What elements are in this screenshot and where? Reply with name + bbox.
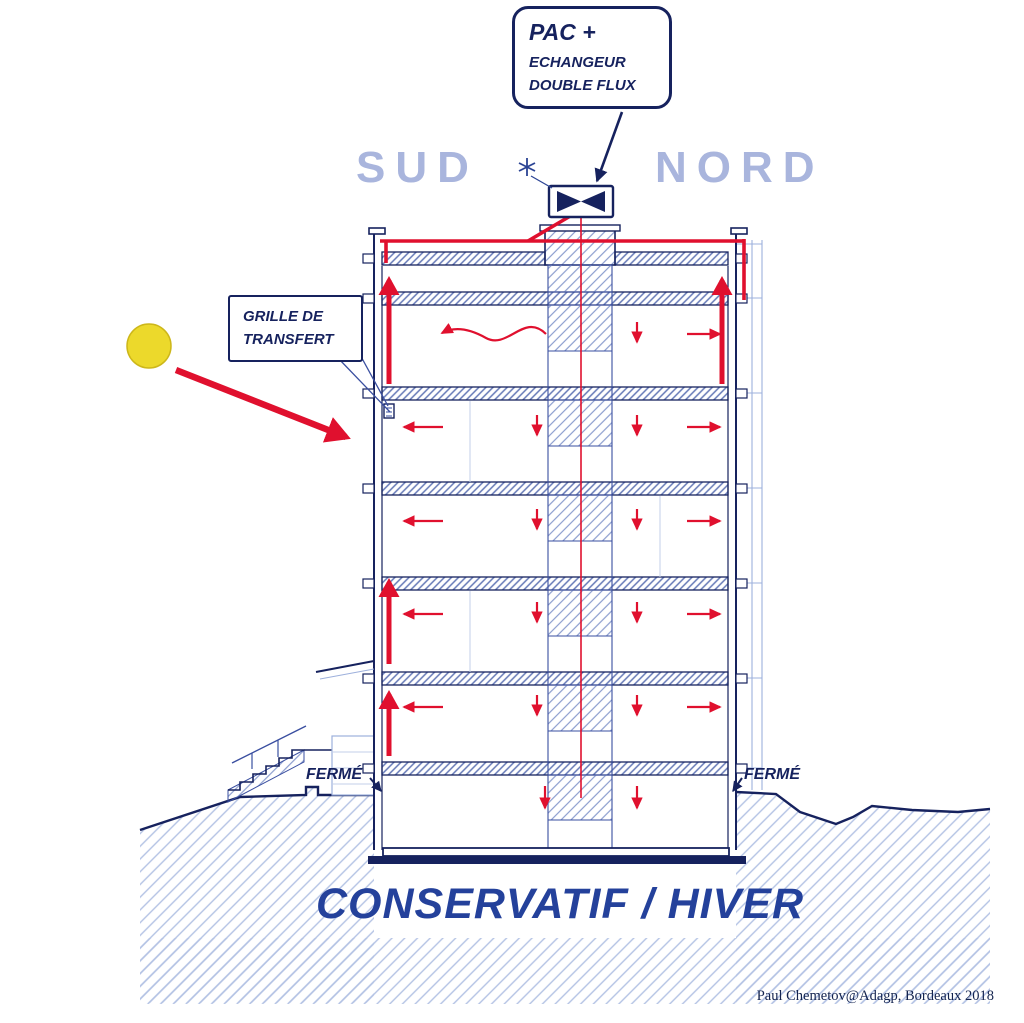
pac-callout: PAC + ECHANGEUR DOUBLE FLUX bbox=[512, 6, 672, 109]
grille-callout-line2: TRANSFERT bbox=[243, 331, 334, 349]
terrain-hatching bbox=[139, 785, 991, 1004]
core-shaft bbox=[547, 264, 613, 848]
left-parapet bbox=[368, 227, 386, 235]
ferme-right-label: FERMÉ bbox=[744, 766, 800, 783]
pac-callout-line3: DOUBLE FLUX bbox=[529, 77, 636, 94]
right-secondary-facade bbox=[736, 240, 763, 790]
annotation-pointers bbox=[337, 111, 743, 792]
right-parapet bbox=[730, 227, 748, 235]
pac-feed-line bbox=[527, 213, 573, 243]
sun-icon bbox=[126, 323, 172, 369]
transfer-air-arrow bbox=[440, 322, 547, 342]
exterior-stairs bbox=[227, 725, 375, 803]
terrain-line-right bbox=[735, 790, 991, 826]
orientation-north-label: NORD bbox=[655, 143, 825, 192]
grille-leader-line bbox=[337, 357, 391, 413]
solar-gain bbox=[126, 323, 351, 443]
credit-line: Paul Chemetov@Adagp, Bordeaux 2018 bbox=[756, 988, 994, 1004]
foundation-band bbox=[368, 856, 746, 864]
facade-ticks bbox=[362, 253, 748, 774]
airflow-arrows bbox=[378, 213, 746, 810]
pac-callout-arrow bbox=[594, 111, 624, 183]
pac-unit-symbol bbox=[518, 158, 615, 219]
transfer-grille-callout: GRILLE DE TRANSFERT bbox=[228, 295, 363, 362]
pac-callout-title: PAC + bbox=[529, 19, 596, 45]
diagram-title: CONSERVATIF / HIVER bbox=[315, 880, 805, 928]
orientation-south-label: SUD bbox=[356, 143, 479, 192]
pac-callout-line2: ECHANGEUR bbox=[529, 54, 626, 71]
ground-mass-band bbox=[140, 938, 990, 1004]
solar-radiation-arrow bbox=[174, 366, 351, 443]
base-slab bbox=[382, 847, 730, 857]
ferme-left-label: FERMÉ bbox=[306, 766, 362, 783]
ferme-left-arrow bbox=[369, 777, 382, 792]
building-structure bbox=[315, 224, 763, 864]
floor-slabs bbox=[381, 291, 729, 776]
interior-partitions bbox=[469, 401, 661, 672]
left-canopy bbox=[315, 660, 375, 673]
terrain-line-left bbox=[139, 785, 374, 832]
fan-icon bbox=[518, 158, 553, 189]
rooftop-shaft bbox=[544, 229, 616, 266]
grille-callout-line1: GRILLE DE bbox=[243, 308, 324, 325]
roof-slab bbox=[381, 251, 546, 266]
ferme-right-arrow bbox=[732, 777, 743, 792]
